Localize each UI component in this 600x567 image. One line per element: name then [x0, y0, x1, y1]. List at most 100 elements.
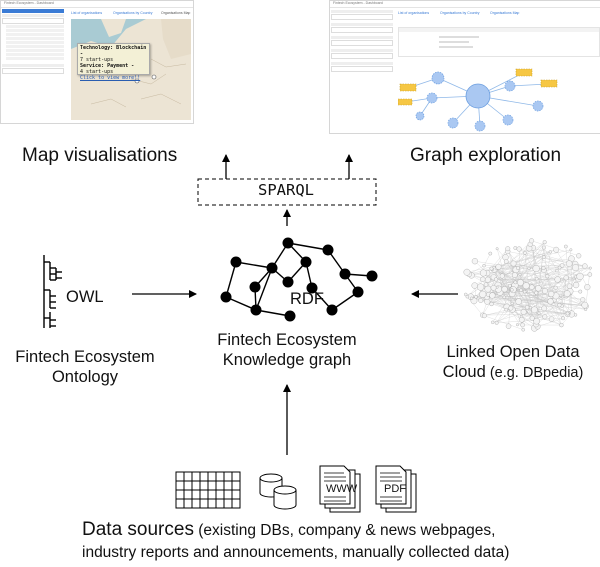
- lod-link: [466, 249, 571, 273]
- data-sources-line2: industry reports and announcements, manu…: [82, 544, 510, 561]
- lod-dataset-node: [553, 285, 558, 290]
- lod-link: [543, 249, 571, 271]
- graph-exploration-label: Graph exploration: [410, 145, 562, 166]
- lod-dataset-node: [534, 290, 539, 295]
- lod-link: [485, 296, 586, 307]
- lod-dataset-node: [518, 316, 525, 323]
- lod-dataset-node: [470, 296, 474, 300]
- lod-dataset-node: [563, 290, 571, 297]
- lod-dataset-node: [524, 305, 530, 310]
- lod-dataset-node: [521, 328, 525, 332]
- lod-link: [484, 315, 524, 330]
- lod-dataset-node: [510, 288, 514, 292]
- lod-dataset-node: [582, 263, 588, 269]
- lod-dataset-node: [490, 284, 497, 291]
- lod-dataset-node: [564, 244, 568, 249]
- pdf-label: PDF: [384, 483, 406, 495]
- popup-link[interactable]: Click to view more!!: [80, 75, 141, 81]
- lod-link: [534, 276, 581, 329]
- map-screenshot: Fintech Ecosystem - Dashboard List of or…: [0, 0, 194, 124]
- lod-dataset-node: [491, 320, 495, 324]
- lod-dataset-node: [510, 301, 514, 305]
- lod-dataset-node: [584, 307, 588, 311]
- data-sources-note: (existing DBs, company & news webpages,: [193, 522, 496, 539]
- popup-line: Technology: Blockchain -: [80, 45, 147, 57]
- tab-orgs-map[interactable]: Organisations Map: [161, 11, 191, 15]
- lod-dataset-node: [503, 259, 509, 264]
- tab-orgs-map[interactable]: Organisations Map: [490, 11, 520, 15]
- lod-dataset-node: [489, 292, 496, 299]
- lod-caption: Linked Open Data Cloud (e.g. DBpedia): [428, 342, 598, 383]
- lod-dataset-node: [516, 279, 524, 286]
- lod-dataset-node: [478, 298, 484, 303]
- tab-orgs-by-country[interactable]: Organisations by Country: [113, 11, 153, 15]
- lod-dataset-node: [464, 292, 468, 297]
- lod-link: [495, 251, 551, 280]
- lod-dataset-node: [542, 240, 547, 245]
- lod-link: [496, 265, 585, 323]
- lod-dataset-node: [565, 311, 570, 316]
- lod-dataset-node: [489, 266, 494, 271]
- database-icon: [259, 473, 297, 510]
- lod-dataset-node: [547, 298, 554, 305]
- lod-dataset-node: [548, 250, 553, 254]
- lod-dataset-node: [479, 269, 487, 277]
- lod-dataset-node: [494, 277, 499, 282]
- owl-label: OWL: [66, 288, 104, 306]
- lod-dataset-node: [499, 273, 505, 279]
- lod-dataset-node: [474, 295, 478, 299]
- lod-dataset-node: [572, 281, 580, 289]
- lod-dataset-node: [505, 246, 511, 252]
- lod-link: [465, 294, 533, 319]
- lod-dataset-node: [548, 290, 555, 298]
- lod-link: [543, 270, 585, 306]
- knowledge-graph-nodes: [220, 237, 378, 322]
- lod-dataset-node: [513, 280, 518, 285]
- lod-link: [523, 311, 562, 326]
- data-sources-caption: Data sources (existing DBs, company & ne…: [82, 519, 509, 564]
- lod-link: [506, 309, 570, 314]
- lod-dataset-node: [541, 245, 546, 250]
- lod-link: [562, 277, 567, 319]
- lod-dataset-node: [516, 266, 520, 270]
- lod-dataset-node: [541, 255, 546, 259]
- graph-canvas[interactable]: [398, 58, 598, 132]
- lod-dataset-node: [511, 272, 518, 278]
- lod-link: [504, 289, 526, 313]
- ontology-caption-line: Ontology: [51, 368, 119, 386]
- lod-dataset-node: [516, 246, 522, 252]
- lod-dataset-node: [565, 260, 573, 267]
- lod-dataset-node: [587, 272, 593, 277]
- tab-list-orgs[interactable]: List of organisations: [398, 11, 430, 15]
- lod-dataset-node: [537, 311, 541, 315]
- lod-dataset-node: [545, 274, 550, 279]
- kg-caption-line: Fintech Ecosystem: [217, 331, 357, 349]
- lod-link: [507, 251, 546, 292]
- tab-bar: List of organisations Organisations by C…: [398, 11, 598, 17]
- tab-list-orgs[interactable]: List of organisations: [71, 11, 103, 15]
- lod-dataset-node: [576, 253, 582, 259]
- lod-dataset-node: [561, 316, 565, 321]
- lod-dataset-node: [527, 266, 531, 270]
- filter-sidebar: [331, 9, 393, 72]
- lod-link: [518, 301, 586, 310]
- popup-line: 7 start-ups: [80, 57, 114, 63]
- lod-link: [538, 288, 555, 301]
- lod-dataset-node: [563, 275, 569, 281]
- lod-link: [482, 305, 560, 316]
- lod-dataset-node: [465, 295, 469, 299]
- pdf-document-icon: [375, 465, 417, 513]
- lod-dataset-node: [477, 283, 485, 291]
- lod-link: [512, 290, 522, 304]
- tab-orgs-by-country[interactable]: Organisations by Country: [440, 11, 480, 15]
- lod-caption-line: Linked Open Data: [446, 343, 580, 361]
- lod-dataset-node: [542, 288, 548, 294]
- webpage-document-icon: [319, 465, 361, 513]
- lod-dataset-node: [566, 283, 573, 289]
- lod-cloud-icon: [463, 238, 593, 332]
- lod-dataset-node: [513, 246, 518, 250]
- lod-dataset-node: [559, 297, 563, 300]
- ontology-caption-line: Fintech Ecosystem: [15, 348, 155, 366]
- popup-line: 4 start-ups: [80, 69, 114, 75]
